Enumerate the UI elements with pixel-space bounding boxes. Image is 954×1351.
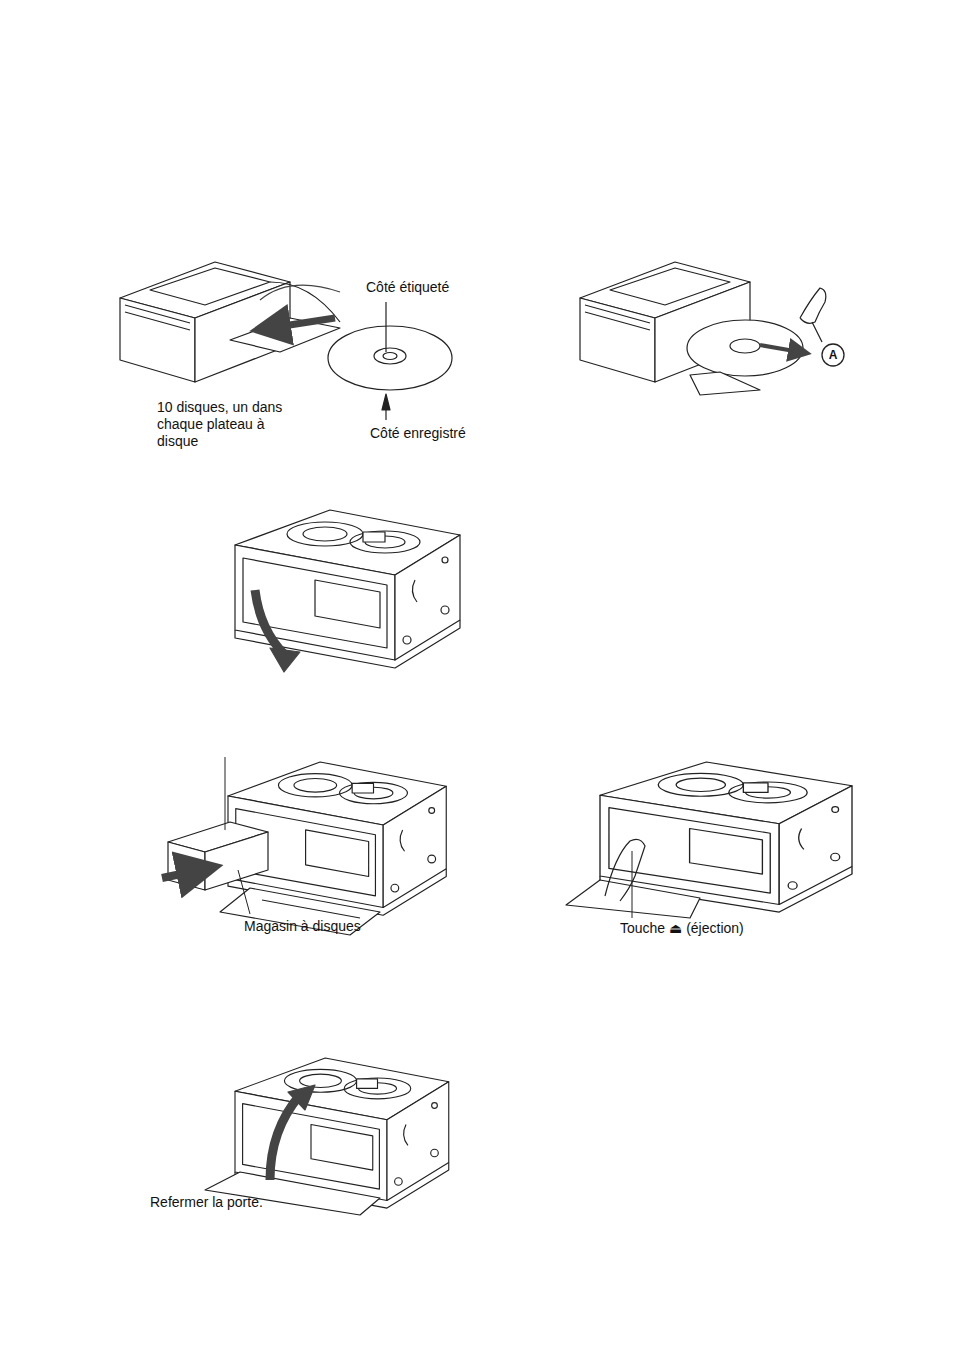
- button-label: Touche ⏏ (éjection): [620, 920, 810, 937]
- callout-circle: A: [821, 343, 845, 367]
- instruction-note: Refermer la porte.: [150, 1194, 310, 1211]
- disc-count-note: 10 disques, un dans chaque plateau à dis…: [157, 399, 287, 450]
- callout-letter: A: [821, 343, 845, 367]
- side-label: Côté étiqueté: [366, 279, 486, 296]
- side-label: Côté enregistré: [370, 425, 490, 442]
- part-label: Magasin à disques: [244, 918, 404, 935]
